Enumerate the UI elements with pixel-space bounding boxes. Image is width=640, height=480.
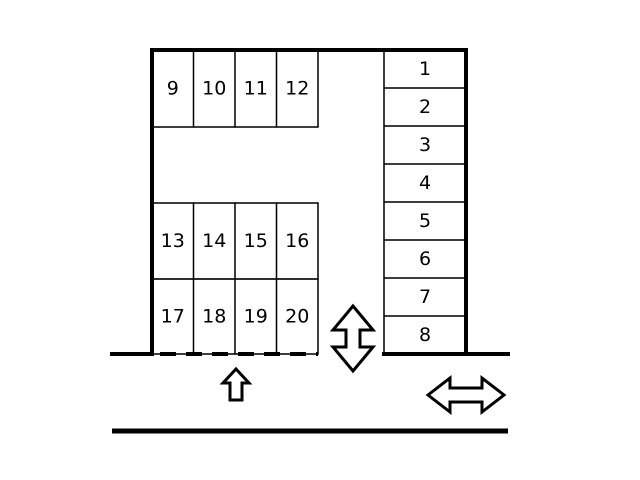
parking-space-number: 3: [419, 134, 431, 156]
parking-space-12: [275, 49, 319, 128]
left-right-arrow-icon: [425, 374, 507, 416]
parking-space-number: 13: [161, 230, 185, 252]
parking-space-number: 5: [419, 210, 431, 232]
parking-space-number: 18: [202, 306, 226, 328]
parking-space-number: 19: [244, 306, 268, 328]
parking-space-20: [275, 278, 319, 355]
parking-space-number: 14: [202, 230, 226, 252]
parking-space-number: 9: [167, 78, 179, 100]
parking-space-number: 15: [244, 230, 268, 252]
parking-space-number: 1: [419, 58, 431, 80]
parking-space-number: 12: [285, 78, 309, 100]
parking-space-number: 16: [285, 230, 309, 252]
parking-space-number: 7: [419, 286, 431, 308]
parking-space-number: 10: [202, 78, 226, 100]
up-arrow-icon: [219, 366, 253, 402]
up-down-arrow-icon: [329, 303, 377, 374]
parking-space-number: 20: [285, 306, 309, 328]
parking-space-number: 17: [161, 306, 185, 328]
parking-space-number: 11: [244, 78, 268, 100]
parking-space-number: 6: [419, 248, 431, 270]
parking-space-number: 2: [419, 96, 431, 118]
parking-space-8: [383, 315, 467, 355]
parking-space-number: 4: [419, 172, 431, 194]
parking-space-number: 8: [419, 324, 431, 346]
